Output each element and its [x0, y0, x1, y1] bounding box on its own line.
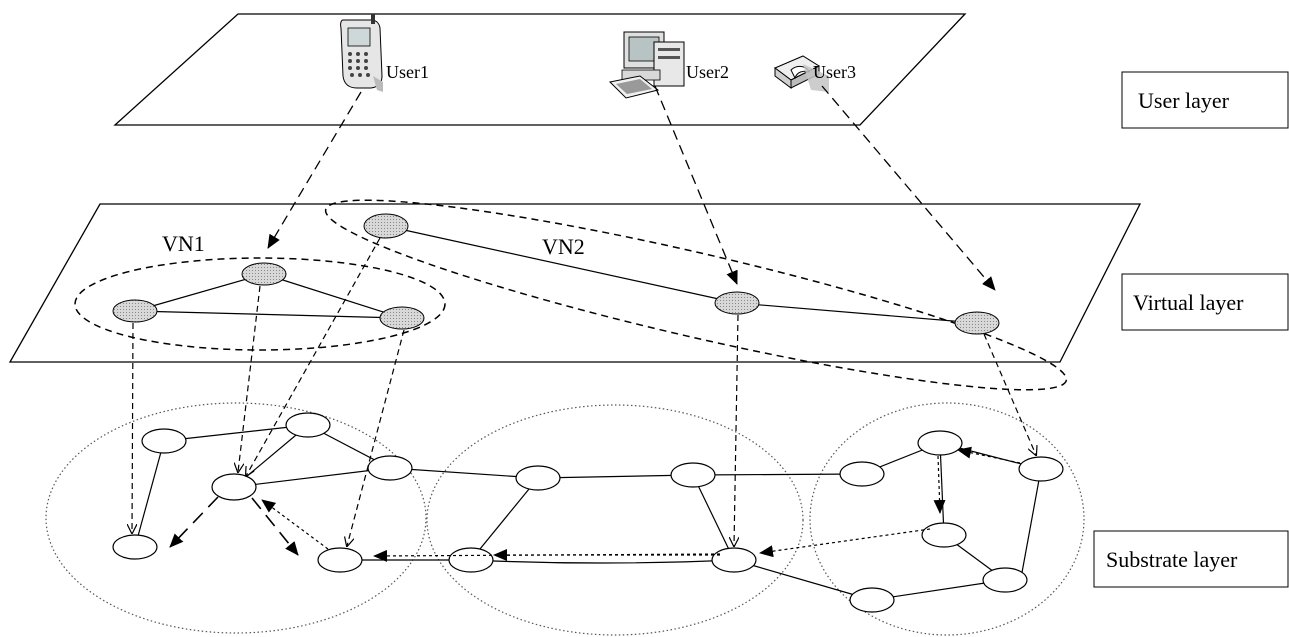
- substrate-node: [921, 522, 967, 548]
- substrate-node: [711, 547, 757, 573]
- virtual-node: [363, 213, 409, 239]
- virtual-node: [241, 262, 287, 286]
- embedded-path-vn1-a: [169, 496, 299, 556]
- desktop-computer-icon: [608, 31, 685, 99]
- substrate-domain-1: [45, 402, 427, 634]
- substrate-node: [448, 547, 494, 573]
- mobile-phone-icon: [340, 14, 383, 92]
- user1-label: User1: [386, 62, 429, 82]
- virtual-node: [379, 306, 425, 330]
- virtual-to-substrate-mappings: [132, 237, 1036, 546]
- substrate-node: [367, 455, 413, 481]
- substrate-node: [211, 473, 257, 501]
- user-layer-label: User layer: [1138, 88, 1230, 113]
- user2-label: User2: [686, 62, 729, 82]
- substrate-layer-box: Substrate layer: [1093, 530, 1289, 588]
- substrate-node: [112, 534, 158, 560]
- gateway-device-icon: [774, 55, 829, 92]
- vn2-enclosure: [324, 199, 1068, 391]
- vn1-label: VN1: [162, 231, 205, 256]
- substrate-node: [982, 567, 1028, 593]
- virtual-layer-label: Virtual layer: [1133, 290, 1244, 315]
- virtual-links: [134, 225, 978, 324]
- user-to-virtual-mappings: [267, 85, 996, 291]
- substrate-domain-3: [809, 402, 1085, 636]
- substrate-node: [317, 547, 363, 573]
- virtual-node: [112, 299, 158, 323]
- user3-label: User3: [813, 62, 856, 82]
- virtual-layer-box: Virtual layer: [1121, 273, 1289, 331]
- substrate-node: [917, 430, 963, 456]
- substrate-node: [670, 462, 716, 488]
- substrate-domains: [45, 402, 1085, 636]
- virtual-node: [714, 291, 760, 315]
- substrate-links: [134, 424, 1042, 601]
- substrate-nodes: [112, 412, 1064, 613]
- vn2-label: VN2: [542, 234, 585, 259]
- substrate-node: [515, 465, 561, 491]
- substrate-node: [285, 412, 331, 438]
- substrate-node: [1018, 456, 1064, 482]
- substrate-node: [141, 428, 187, 454]
- user-layer-plane: [113, 13, 967, 126]
- virtual-node: [954, 311, 1000, 335]
- vn1-enclosure: [74, 257, 446, 351]
- virtual-nodes: [112, 213, 1000, 335]
- embedded-path-dotted: [261, 446, 1021, 562]
- user-layer-box: User layer: [1121, 71, 1289, 129]
- substrate-domain-2: [426, 404, 804, 636]
- substrate-layer-label: Substrate layer: [1106, 547, 1238, 572]
- substrate-node: [849, 587, 895, 613]
- substrate-node: [839, 461, 885, 487]
- virtual-layer-plane: [8, 203, 1142, 363]
